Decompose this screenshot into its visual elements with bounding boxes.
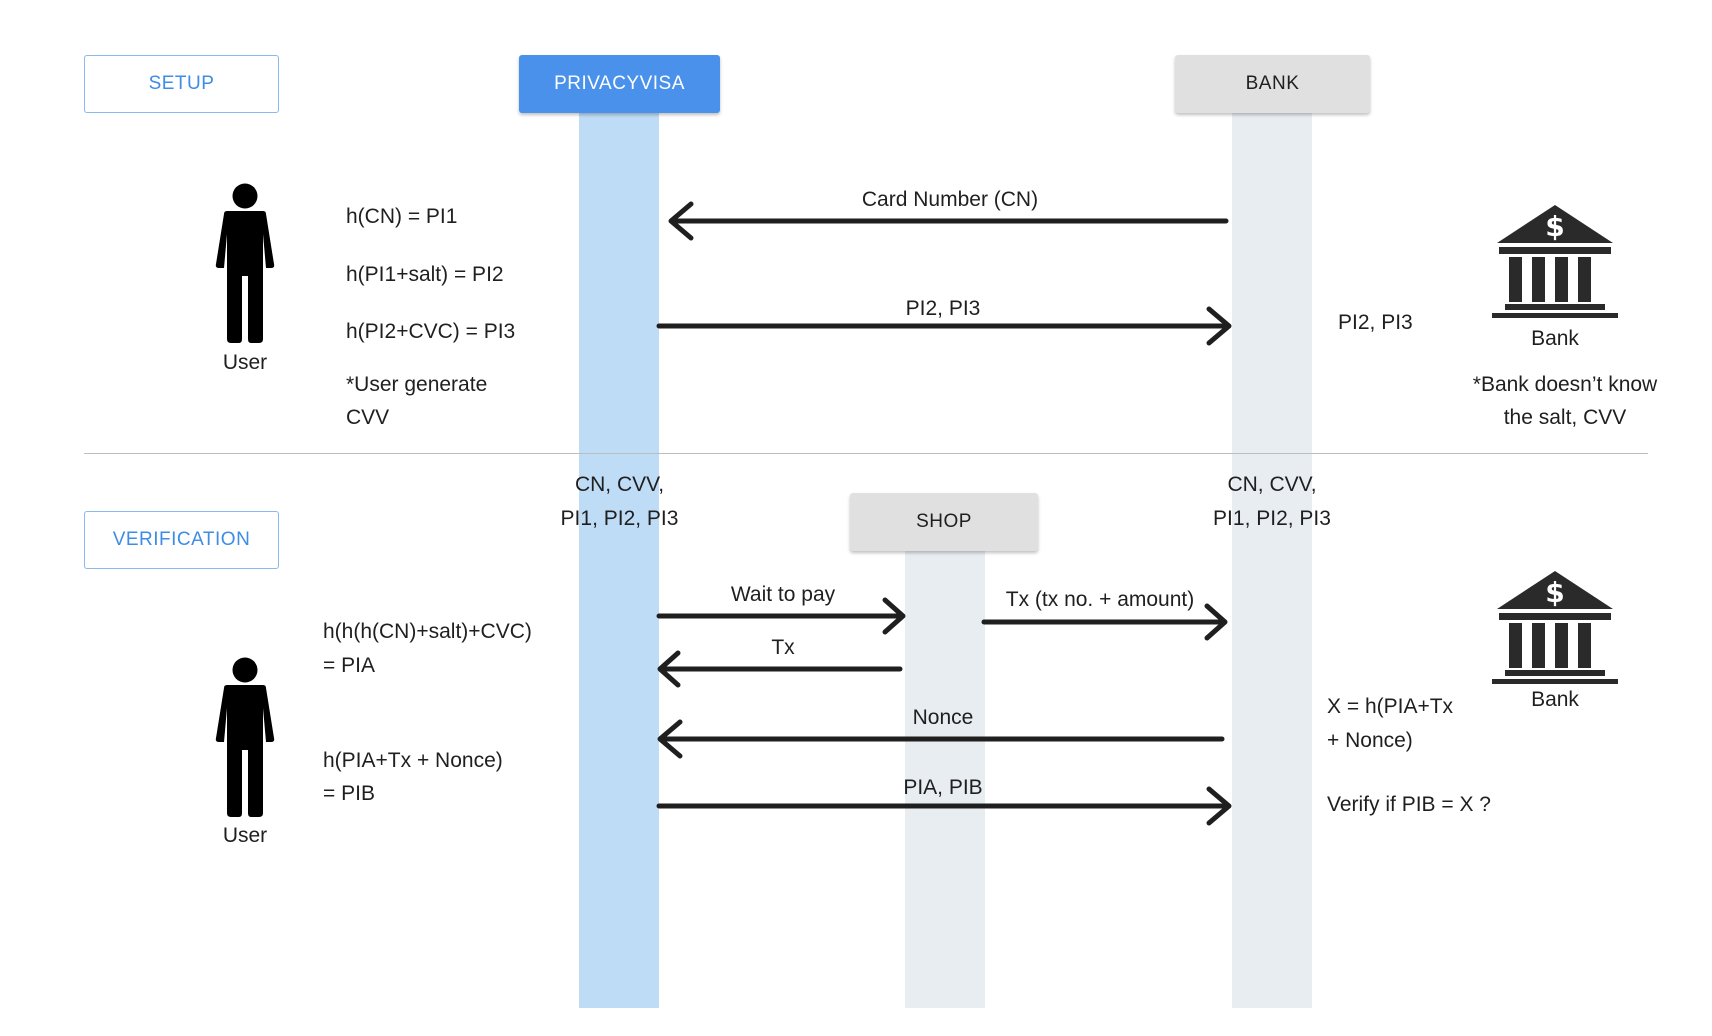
shop-lifeline [905, 549, 985, 1008]
setup-bank-label: Bank [1531, 327, 1579, 350]
label-pi2-pi3: PI2, PI3 [905, 297, 981, 320]
privacyvisa-holds-line-1: CN, CVV, [574, 473, 665, 496]
setup-note-line-2: CVV [346, 406, 390, 429]
bank-holds-line-2: PI1, PI2, PI3 [1213, 507, 1331, 530]
arrow-pia-pib [656, 786, 1232, 826]
label-tx-details: Tx (tx no. + amount) [1005, 588, 1195, 611]
verification-user-label: User [222, 824, 268, 847]
section-divider [84, 453, 1648, 454]
bank-lifeline [1232, 112, 1312, 1008]
bank-x-line-2: + Nonce) [1327, 729, 1413, 752]
bank-icon [1492, 571, 1618, 684]
privacyvisa-lifeline [579, 112, 659, 1008]
person-icon [215, 657, 275, 817]
arrow-tx-details [981, 603, 1228, 641]
arrow-pi2-pi3 [656, 306, 1232, 346]
bank-holds-line-1: CN, CVV, [1227, 473, 1317, 496]
verification-bank-label: Bank [1531, 688, 1579, 711]
arrow-card-number [668, 201, 1229, 241]
setup-step-3: h(PI2+CVC) = PI3 [346, 320, 516, 343]
shop-header: SHOP [850, 493, 1038, 551]
label-wait-to-pay: Wait to pay [730, 583, 836, 606]
setup-note-line-1: *User generate [346, 373, 488, 396]
verification-section-label: VERIFICATION [84, 511, 279, 569]
label-card-number: Card Number (CN) [861, 188, 1039, 211]
bank-note-line-1: *Bank doesn’t know [1472, 373, 1658, 396]
setup-step-1: h(CN) = PI1 [346, 205, 458, 228]
privacyvisa-header: PRIVACYVISA [519, 55, 720, 113]
person-icon [215, 183, 275, 343]
label-pia-pib: PIA, PIB [903, 776, 983, 799]
bank-verify-text: Verify if PIB = X ? [1327, 793, 1491, 816]
formula-pia-line-1: h(h(h(CN)+salt)+CVC) [323, 620, 532, 643]
privacyvisa-holds-line-2: PI1, PI2, PI3 [560, 507, 679, 530]
label-tx: Tx [771, 636, 795, 659]
label-nonce: Nonce [912, 706, 974, 729]
setup-step-2: h(PI1+salt) = PI2 [346, 263, 504, 286]
bank-header: BANK [1175, 55, 1370, 113]
bank-note-line-2: the salt, CVV [1503, 406, 1627, 429]
arrow-nonce [657, 719, 1225, 759]
bank-icon [1492, 205, 1618, 318]
arrow-tx [657, 650, 903, 688]
bank-stores-pi2-pi3: PI2, PI3 [1338, 311, 1413, 334]
bank-x-line-1: X = h(PIA+Tx [1327, 695, 1454, 718]
setup-user-label: User [222, 351, 268, 374]
setup-section-label: SETUP [84, 55, 279, 113]
arrow-wait-to-pay [656, 597, 906, 635]
formula-pib-line-2: = PIB [323, 782, 375, 805]
formula-pia-line-2: = PIA [323, 654, 375, 677]
formula-pib-line-1: h(PIA+Tx + Nonce) [323, 749, 503, 772]
